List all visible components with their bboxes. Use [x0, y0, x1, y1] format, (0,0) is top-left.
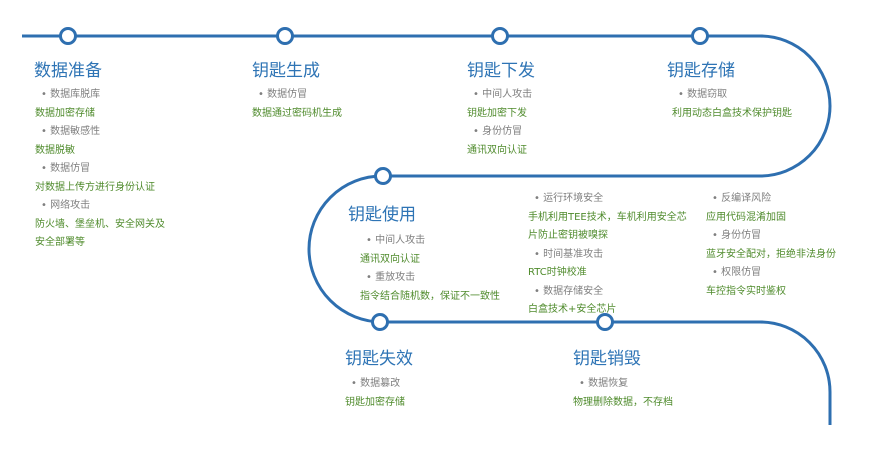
node-stage-6: [371, 313, 389, 331]
node-stage-1: [59, 27, 77, 45]
risk-item: 权限仿冒: [706, 264, 836, 283]
risk-item: 身份仿冒: [706, 227, 836, 246]
risk-item: 数据存储安全: [528, 283, 687, 302]
measure-item: 安全部署等: [35, 237, 85, 248]
stage-detail-key-use: 中间人攻击 通讯双向认证 重放攻击 指令结合随机数，保证不一致性: [360, 232, 500, 306]
measure-item: 数据加密存储: [35, 107, 95, 119]
stage-detail-data-prep: 数据库脱库 数据加密存储 数据敏感性 数据脱敏 数据仿冒 对数据上传方进行身份认…: [35, 86, 165, 253]
measure-item: 对数据上传方进行身份认证: [35, 181, 155, 193]
risk-item: 数据仿冒: [252, 86, 342, 105]
stage-detail-app-security: 反编译风险 应用代码混淆加固 身份仿冒 蓝牙安全配对，拒绝非法身份 权限仿冒 车…: [706, 190, 836, 301]
stage-detail-key-expire: 数据篡改 钥匙加密存储: [345, 375, 405, 412]
risk-item: 网络攻击: [35, 197, 165, 216]
stage-detail-key-gen: 数据仿冒 数据通过密码机生成: [252, 86, 342, 123]
measure-item: 手机利用TEE技术，车机利用安全芯: [528, 211, 687, 223]
stage-title-key-dispatch: 钥匙下发: [467, 61, 535, 81]
stage-detail-key-dispatch: 中间人攻击 钥匙加密下发 身份仿冒 通讯双向认证: [467, 86, 532, 160]
measure-item: 物理删除数据，不存档: [573, 396, 673, 408]
measure-item: 指令结合随机数，保证不一致性: [360, 290, 500, 302]
risk-item: 数据仿冒: [35, 160, 165, 179]
node-stage-4: [691, 27, 709, 45]
stage-title-key-storage: 钥匙存储: [667, 61, 735, 81]
measure-item: 通讯双向认证: [467, 144, 527, 156]
stage-detail-runtime-security: 运行环境安全 手机利用TEE技术，车机利用安全芯 片防止密钥被嗅探 时间基准攻击…: [528, 190, 687, 320]
measure-item: 钥匙加密下发: [467, 107, 527, 119]
stage-detail-key-destroy: 数据恢复 物理删除数据，不存档: [573, 375, 673, 412]
node-stage-2: [276, 27, 294, 45]
timeline-path: [22, 34, 832, 425]
risk-item: 运行环境安全: [528, 190, 687, 209]
risk-item: 数据敏感性: [35, 123, 165, 142]
risk-item: 数据窃取: [672, 86, 792, 105]
measure-item: RTC时钟校准: [528, 267, 587, 278]
node-stage-7: [596, 313, 614, 331]
risk-item: 中间人攻击: [467, 86, 532, 105]
risk-item: 时间基准攻击: [528, 246, 687, 265]
risk-item: 数据恢复: [573, 375, 673, 394]
measure-item: 蓝牙安全配对，拒绝非法身份: [706, 248, 836, 260]
stage-title-key-use: 钥匙使用: [348, 205, 416, 225]
measure-item: 利用动态白盒技术保护钥匙: [672, 107, 792, 119]
measure-item: 应用代码混淆加固: [706, 211, 786, 223]
risk-item: 重放攻击: [360, 269, 500, 288]
measure-item: 防火墙、堡垒机、安全网关及: [35, 218, 165, 230]
measure-item: 片防止密钥被嗅探: [528, 230, 608, 241]
measure-item: 钥匙加密存储: [345, 396, 405, 408]
stage-title-key-destroy: 钥匙销毁: [573, 349, 641, 369]
risk-item: 身份仿冒: [467, 123, 532, 142]
risk-item: 反编译风险: [706, 190, 836, 209]
measure-item: 数据通过密码机生成: [252, 107, 342, 119]
measure-item: 数据脱敏: [35, 144, 75, 156]
risk-item: 数据篡改: [345, 375, 405, 394]
node-stage-3: [491, 27, 509, 45]
stage-title-key-expire: 钥匙失效: [345, 349, 413, 369]
stage-title-data-prep: 数据准备: [34, 61, 102, 81]
risk-item: 中间人攻击: [360, 232, 500, 251]
measure-item: 车控指令实时鉴权: [706, 285, 786, 297]
measure-item: 通讯双向认证: [360, 253, 420, 265]
measure-item: 白盒技术+安全芯片: [528, 304, 617, 315]
stage-title-key-gen: 钥匙生成: [252, 61, 320, 81]
risk-item: 数据库脱库: [35, 86, 165, 105]
node-stage-5: [374, 167, 392, 185]
stage-detail-key-storage: 数据窃取 利用动态白盒技术保护钥匙: [672, 86, 792, 123]
